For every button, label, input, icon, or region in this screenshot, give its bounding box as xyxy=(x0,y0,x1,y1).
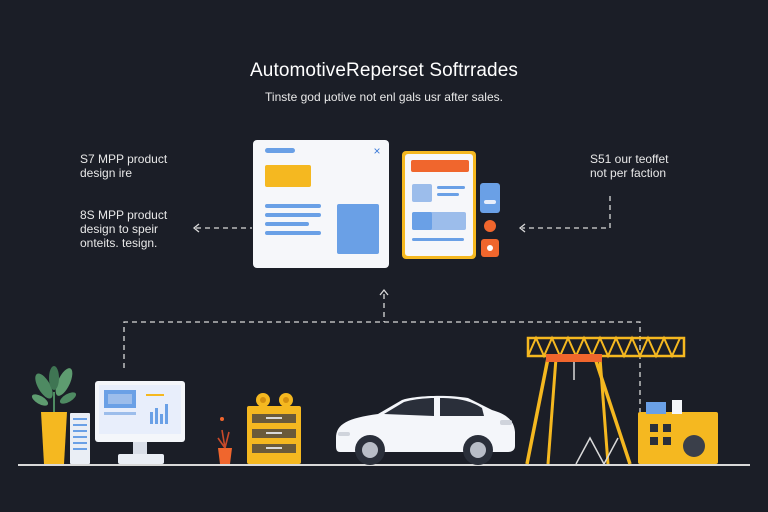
alert-dot-icon xyxy=(484,220,496,232)
file-cabinet-icon xyxy=(247,393,301,464)
car-icon xyxy=(336,395,515,465)
left-top-label: S7 MPP product design ire xyxy=(80,152,167,180)
desktop-monitor-icon xyxy=(95,381,185,464)
right-top-label-line1: S51 our teoffet xyxy=(590,152,669,166)
close-icon[interactable]: × xyxy=(373,144,380,158)
page-subtitle: Tinste god µotive not enl gals usr after… xyxy=(265,90,503,104)
mobile-screen xyxy=(402,151,476,259)
left-bottom-label-line3: onteits. tesign. xyxy=(80,236,158,250)
plant-icon xyxy=(31,366,77,464)
image-placeholder xyxy=(337,204,379,254)
page-title: AutomotiveReperset Softrrades xyxy=(250,60,518,81)
left-bottom-label-line1: 8S MPP product xyxy=(80,208,168,222)
yellow-block xyxy=(265,165,311,187)
right-top-label-line2: not per faction xyxy=(590,166,667,180)
connector-lines xyxy=(123,196,641,412)
server-tower-icon xyxy=(70,413,90,464)
left-top-label-line1: S7 MPP product xyxy=(80,152,168,166)
right-top-label: S51 our teoffet not per faction xyxy=(590,152,669,180)
left-bottom-label: 8S MPP product design to speir onteits. … xyxy=(80,208,167,250)
side-widget-blue xyxy=(480,183,500,213)
machine-icon xyxy=(638,400,718,464)
small-plant-icon xyxy=(217,417,232,464)
software-window: × xyxy=(253,140,389,268)
gantry-crane-icon xyxy=(525,335,686,466)
left-top-label-line2: design ire xyxy=(80,166,133,180)
left-bottom-label-line2: design to speir xyxy=(80,222,159,236)
arrowheads xyxy=(192,223,526,296)
